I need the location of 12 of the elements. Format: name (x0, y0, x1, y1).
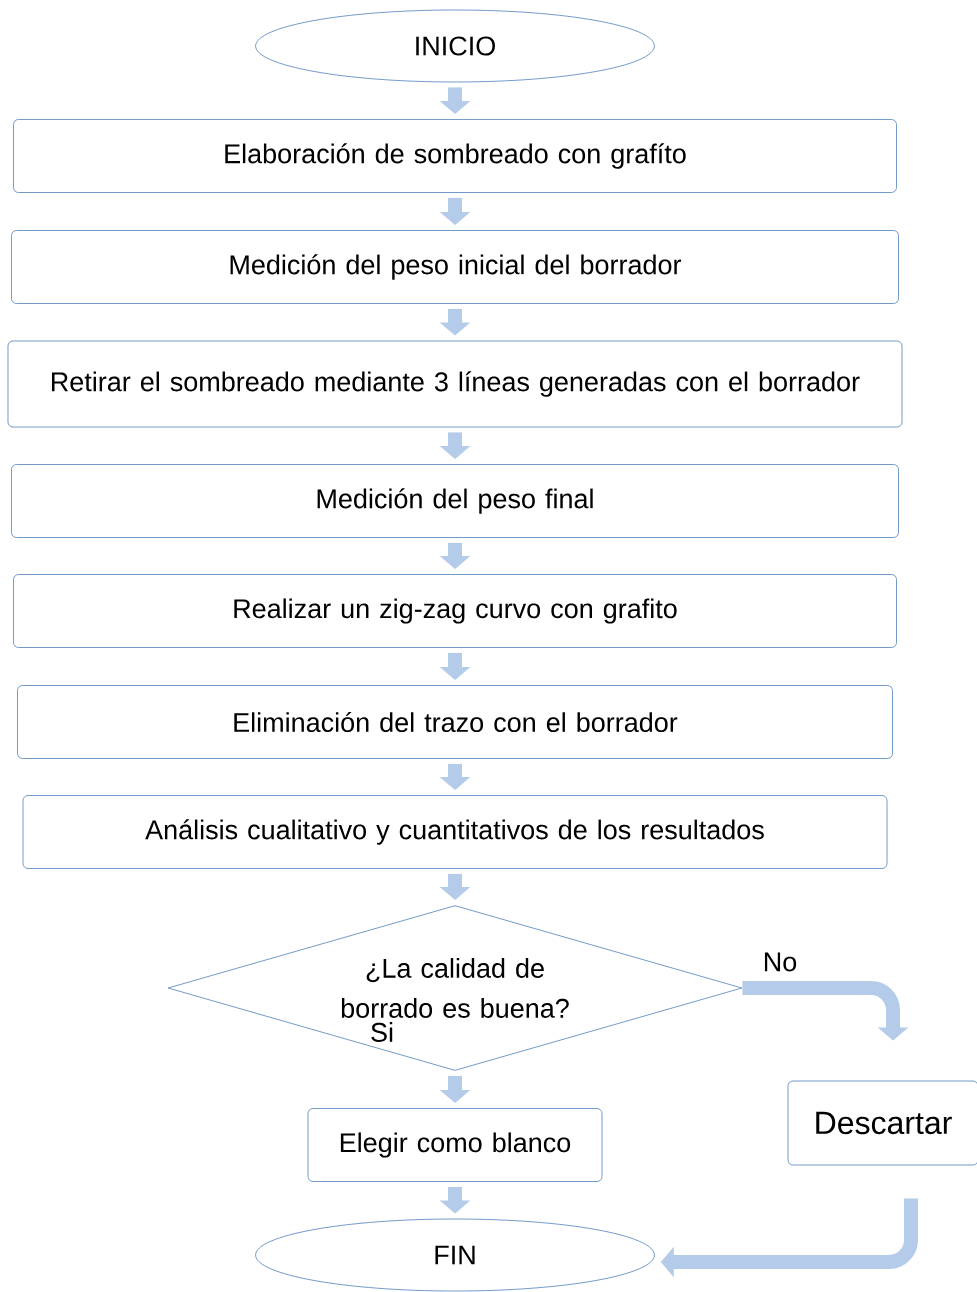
edge-label: No (761, 951, 799, 973)
process-box: Medición del peso final (11, 464, 899, 538)
process-box: Elegir como blanco (307, 1108, 603, 1182)
process-box: Descartar (787, 1080, 977, 1166)
process-box: Realizar un zig-zag curvo con grafito (13, 574, 897, 648)
process-box: Eliminación del trazo con el borrador (17, 685, 893, 759)
process-box: Análisis cualitativo y cuantitativos de los resultados (22, 795, 888, 869)
process-box: Elaboración de sombreado con grafíto (13, 119, 897, 193)
process-box: Retirar el sombreado mediante 3 líneas generadas con el borrador (7, 340, 903, 428)
arrow (742, 981, 909, 1041)
process-box: Medición del peso inicial del borrador (11, 230, 899, 304)
edge-label: Si (369, 1021, 395, 1043)
